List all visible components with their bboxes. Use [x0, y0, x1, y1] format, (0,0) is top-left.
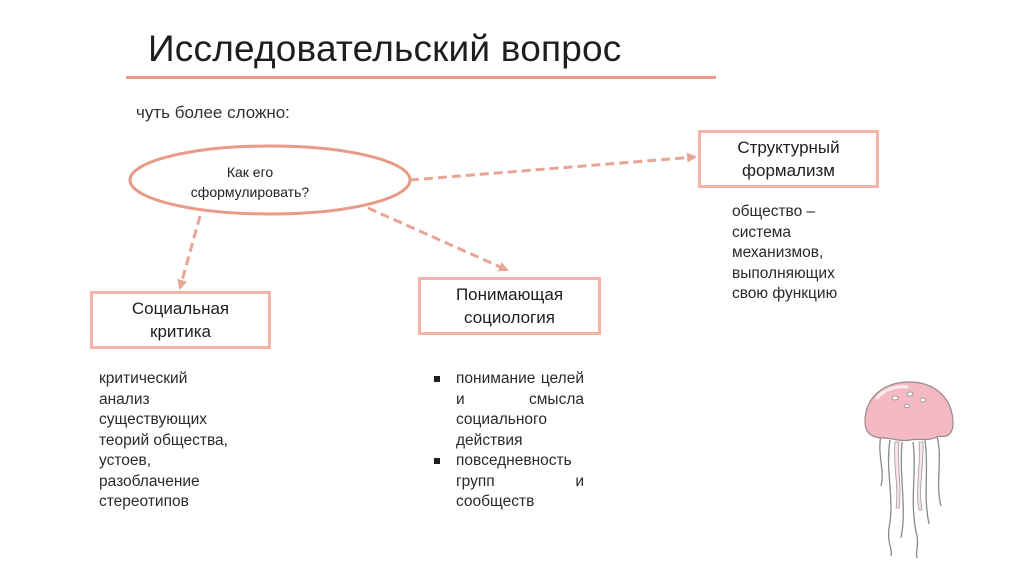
node-understanding-sociology: Понимающая социология [418, 277, 601, 335]
social-critique-description: критический анализ существующих теорий о… [99, 370, 228, 510]
page-title: Исследовательский вопрос [148, 28, 622, 69]
subtitle: чуть более сложно: [136, 103, 290, 122]
bullet-marker [434, 376, 440, 382]
node-structural-formalism: Структурный формализм [698, 130, 879, 188]
structural-formalism-description: общество – система механизмов, выполняющ… [732, 203, 838, 302]
node-social-critique-label: Социальная критика [131, 299, 230, 341]
jellyfish-icon [864, 381, 954, 559]
title-underline [126, 76, 716, 79]
node-social-critique: Социальная критика [90, 291, 271, 349]
bullet-text: понимание целей и смысла социального дей… [456, 370, 584, 449]
node-understanding-sociology-label: Понимающая социология [455, 285, 564, 327]
central-question-label: Как его сформулировать? [190, 164, 310, 200]
bullet-item: понимание целей и смысла социального дей… [432, 369, 584, 451]
understanding-sociology-bullets: понимание целей и смысла социального дей… [432, 369, 584, 513]
bullet-marker [434, 458, 440, 464]
arrow-to-critique [177, 215, 202, 290]
bullet-text: повседневность групп и сообществ [456, 452, 584, 510]
arrow-to-structural [409, 152, 697, 182]
bullet-item: повседневность групп и сообществ [432, 451, 584, 513]
arrow-to-understanding [367, 206, 509, 272]
node-structural-formalism-label: Структурный формализм [737, 138, 840, 180]
